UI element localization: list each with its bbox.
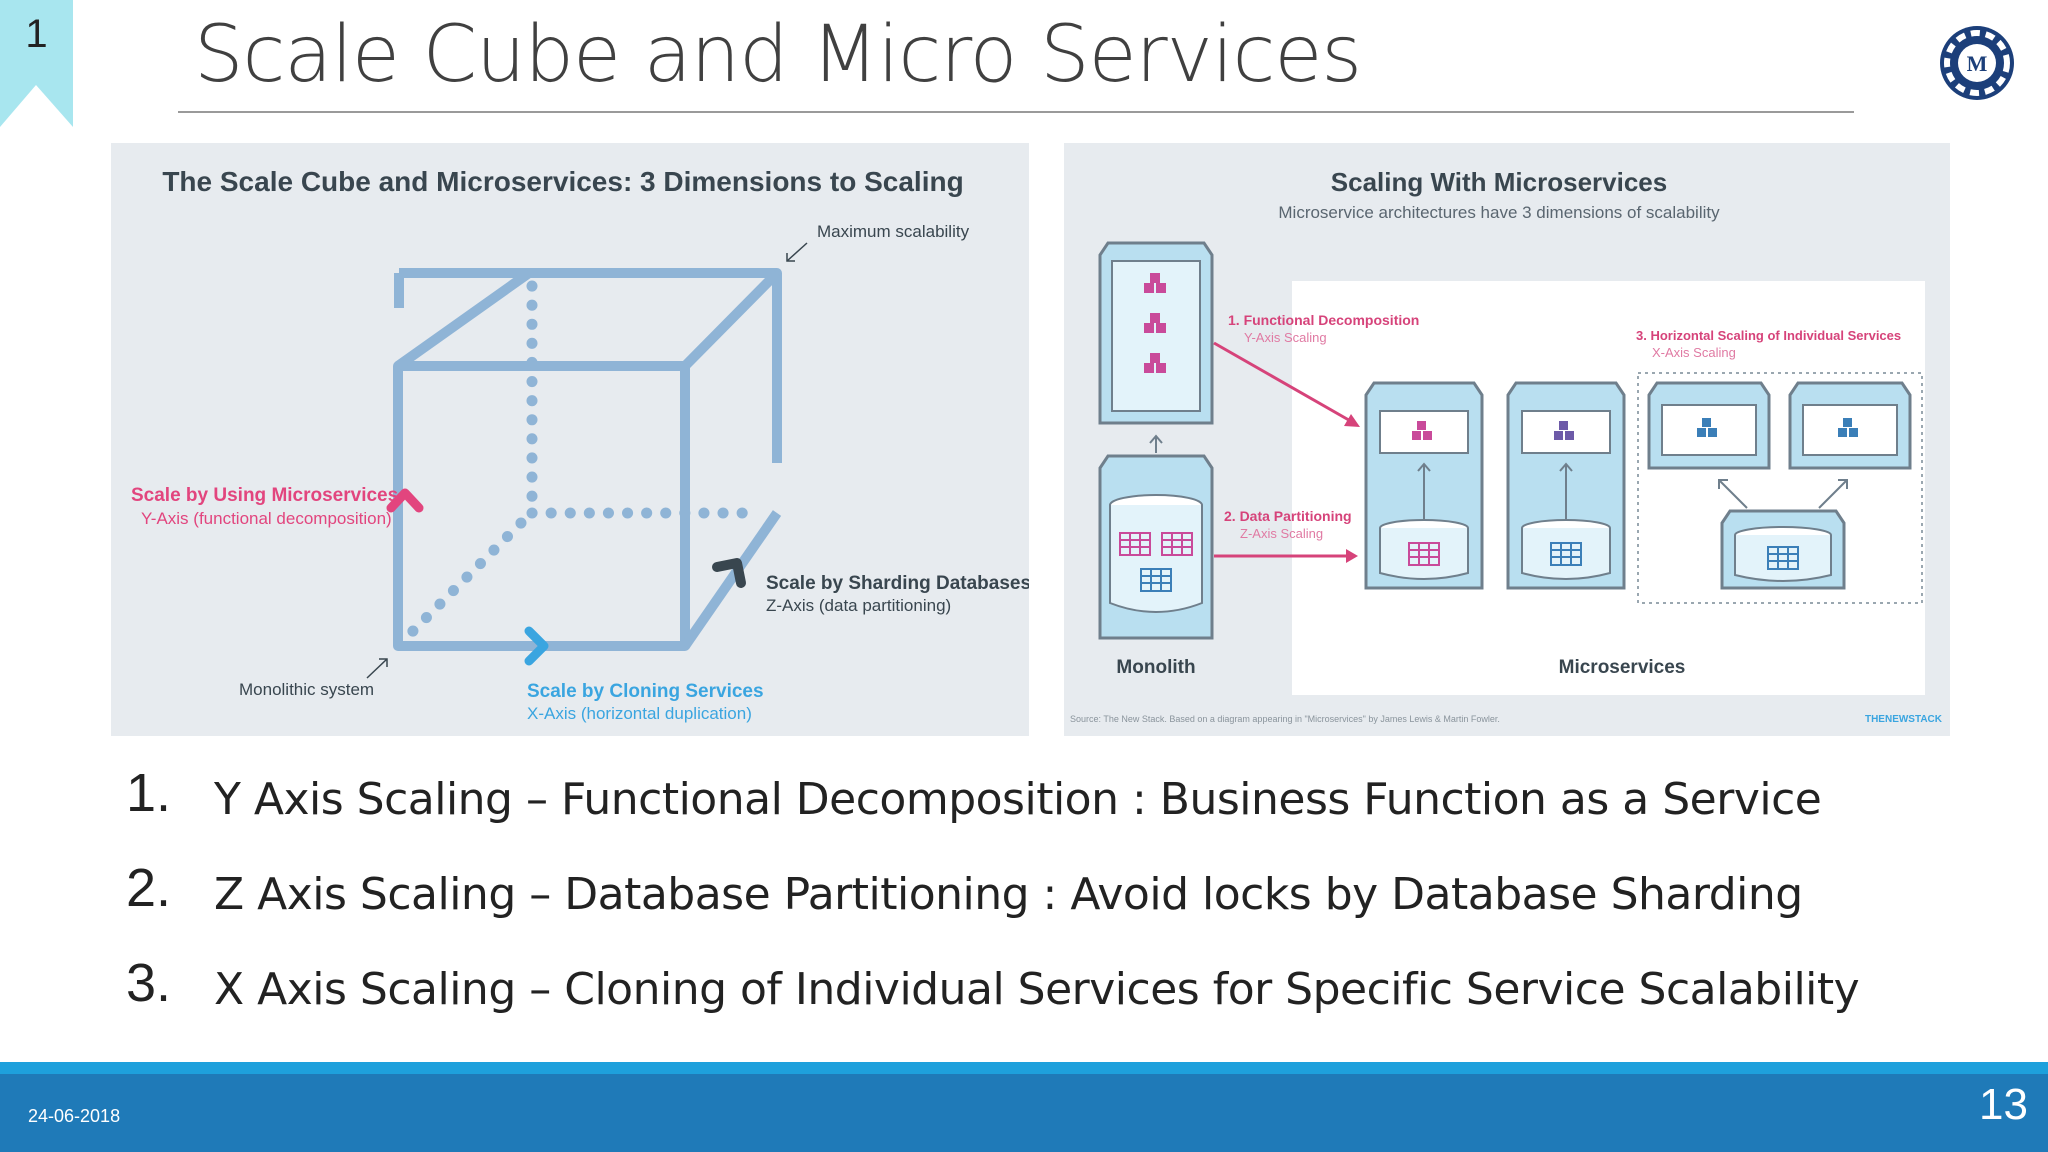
footer-date: 24-06-2018 <box>28 1106 121 1126</box>
monolith-label: Monolith <box>1116 657 1195 678</box>
decomposition-arrow-line <box>1213 341 1355 425</box>
scaling-points-list: 1. Y Axis Scaling – Functional Decomposi… <box>126 762 2006 1047</box>
list-text: X Axis Scaling – Cloning of Individual S… <box>214 964 1860 1015</box>
list-number: 3. <box>126 953 172 1013</box>
monolith-server <box>1098 241 1214 425</box>
origin-pointer-line <box>366 658 388 679</box>
max-scalability-label: Maximum scalability <box>817 222 970 241</box>
step1-subtitle: Y-Axis Scaling <box>1244 330 1327 345</box>
step2-title: 2. Data Partitioning <box>1224 508 1352 524</box>
microservice-server-1 <box>1364 381 1484 590</box>
z-axis-arrow-icon <box>712 558 746 588</box>
cube-diagram-title: The Scale Cube and Microservices: 3 Dime… <box>162 166 963 197</box>
clone-server-1 <box>1647 381 1771 470</box>
step3-subtitle: X-Axis Scaling <box>1652 345 1736 360</box>
list-item: 2. Z Axis Scaling – Database Partitionin… <box>126 857 2006 952</box>
list-text: Y Axis Scaling – Functional Decompositio… <box>214 774 1822 825</box>
cube-edges <box>393 268 782 651</box>
y-axis-arrow-icon <box>386 488 424 513</box>
list-number: 1. <box>126 763 172 823</box>
monolith-db-server <box>1098 454 1214 640</box>
y-axis-subtitle: Y-Axis (functional decomposition) <box>141 509 392 528</box>
z-axis-title: Scale by Sharding Databases <box>766 573 1029 594</box>
max-pointer-line <box>786 242 808 262</box>
list-text: Z Axis Scaling – Database Partitioning :… <box>214 869 1803 920</box>
microservices-label: Microservices <box>1559 657 1686 678</box>
shared-db-server <box>1720 509 1846 590</box>
slide-title: Scale Cube and Micro Services <box>194 10 1362 100</box>
clone-server-2 <box>1788 381 1912 470</box>
monolithic-system-label: Monolithic system <box>239 680 374 699</box>
x-axis-subtitle: X-Axis (horizontal duplication) <box>527 704 752 723</box>
monolith-up-arrow-icon <box>1149 434 1163 444</box>
source-credit: Source: The New Stack. Based on a diagra… <box>1070 714 1500 724</box>
function-cubes-icon <box>1144 273 1166 373</box>
footer-stripe <box>0 1062 2048 1074</box>
institution-logo-icon: M <box>1940 26 2014 100</box>
scale-cube-diagram: The Scale Cube and Microservices: 3 Dime… <box>111 143 1029 736</box>
max-pointer-arrow-icon <box>786 253 795 262</box>
step2-subtitle: Z-Axis Scaling <box>1240 526 1323 541</box>
list-item: 3. X Axis Scaling – Cloning of Individua… <box>126 952 2006 1047</box>
micro-diagram-subtitle: Microservice architectures have 3 dimens… <box>1278 203 1720 222</box>
db-table-icon <box>1119 532 1193 556</box>
origin-pointer-arrow-icon <box>379 658 388 667</box>
list-number: 2. <box>126 858 172 918</box>
logo-letter: M <box>1967 51 1988 76</box>
footer-bar <box>0 1074 2048 1152</box>
z-axis-subtitle: Z-Axis (data partitioning) <box>766 596 951 615</box>
micro-diagram-title: Scaling With Microservices <box>1331 167 1667 197</box>
decomposition-arrow-icon <box>1344 414 1360 427</box>
clone-arrows-icon <box>1718 479 1848 509</box>
microservice-server-2 <box>1506 381 1626 590</box>
partition-arrow-icon <box>1346 549 1358 563</box>
brand-credit: THENEWSTACK <box>1865 714 1943 725</box>
cube-hidden-edges <box>405 280 767 639</box>
step1-title: 1. Functional Decomposition <box>1228 312 1419 328</box>
corner-tab <box>0 0 73 127</box>
step3-title: 3. Horizontal Scaling of Individual Serv… <box>1636 328 1901 343</box>
horizontal-scaling-box <box>1637 372 1923 604</box>
page-number: 13 <box>1979 1080 2028 1129</box>
x-axis-arrow-icon <box>524 626 549 666</box>
scaling-microservices-diagram: Scaling With Microservices Microservice … <box>1064 143 1950 736</box>
title-divider <box>178 111 1854 113</box>
y-axis-title: Scale by Using Microservices <box>131 485 398 506</box>
x-axis-title: Scale by Cloning Services <box>527 681 764 702</box>
corner-number: 1 <box>25 12 48 56</box>
list-item: 1. Y Axis Scaling – Functional Decomposi… <box>126 762 2006 857</box>
